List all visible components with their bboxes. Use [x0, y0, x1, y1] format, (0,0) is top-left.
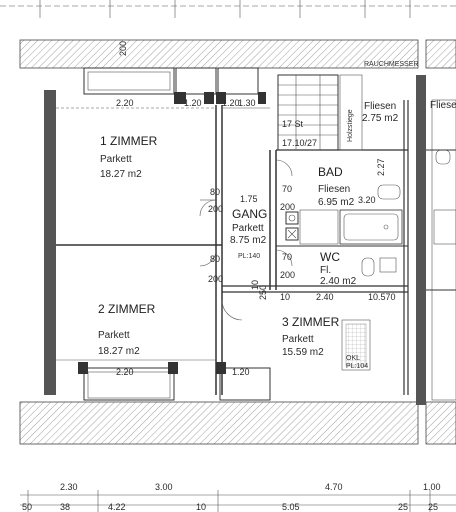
- bath-fixtures: [285, 184, 403, 277]
- door-swings: [199, 159, 293, 321]
- bottom-dim-row2-3: 10: [196, 502, 206, 512]
- note-small3: PL:104: [346, 363, 368, 370]
- gang-floor: Parkett: [232, 223, 264, 234]
- far-right-floor: Fliesen: [430, 100, 456, 111]
- right-room-floor: Fliesen: [364, 101, 396, 112]
- bottom-dim-row2-2: 4.22: [108, 502, 126, 512]
- dim-80a: 80: [210, 187, 220, 197]
- left-wall: [44, 90, 56, 395]
- zimmer3-area: 15.59 m2: [282, 347, 324, 358]
- dim-200a: 200: [208, 204, 223, 214]
- staircase: [277, 74, 363, 151]
- bottom-parapet: [19, 401, 419, 445]
- wc-area: 2.40 m2: [320, 276, 357, 287]
- bottom-dim-row1-1: 3.00: [155, 482, 173, 492]
- bottom-dim-row2-6: 25: [428, 502, 438, 512]
- zimmer2-name: 2 ZIMMER: [98, 302, 156, 316]
- dim-v250: 250: [258, 285, 268, 300]
- dim-v10: 10: [250, 280, 260, 290]
- dim-top-right: 1.30: [238, 98, 256, 108]
- top-parapet: [19, 39, 419, 69]
- note-small1: PL:140: [238, 253, 260, 260]
- dim-gang-w: 1.75: [240, 194, 258, 204]
- bottom-dim-row2-5: 25: [398, 502, 408, 512]
- dim-200b: 200: [208, 274, 223, 284]
- bottom-dim-row1-3: 1.00: [423, 482, 441, 492]
- bottom-windows: [78, 362, 271, 401]
- dim-200d: 200: [280, 270, 295, 280]
- bottom-dimension-lines: [20, 490, 456, 512]
- dim-top-left: 2.20: [116, 98, 134, 108]
- dim-200c: 200: [280, 202, 295, 212]
- bottom-dim-row1-0: 2.30: [60, 482, 78, 492]
- note-small2: OKL: [346, 355, 360, 362]
- zimmer3-name: 3 ZIMMER: [282, 315, 340, 329]
- dim-bottom-left: 2.20: [116, 367, 134, 377]
- bad-floor: Fliesen: [318, 184, 350, 195]
- dim-top-mid2: 1.20: [222, 98, 240, 108]
- dim-70b: 70: [282, 252, 292, 262]
- right-unit: [426, 99, 456, 401]
- zimmer3-fixture: [341, 319, 371, 371]
- stair-label: Holzstiege: [347, 109, 354, 142]
- gang-name: GANG: [232, 207, 267, 221]
- note-parap: RAUCHMESSER: [364, 61, 418, 68]
- dim-bottom-mid: 1.20: [232, 367, 250, 377]
- wc-floor: Fl.: [320, 265, 331, 276]
- dim-v200: 200: [118, 41, 128, 56]
- zimmer3-floor: Parkett: [282, 334, 314, 345]
- dim-80b: 80: [210, 254, 220, 264]
- gang-area: 8.75 m2: [230, 235, 267, 246]
- bottom-dim-row2-1: 38: [60, 502, 70, 512]
- dim-v227: 2.27: [376, 158, 386, 176]
- dim-10570: 10.570: [368, 292, 396, 302]
- right-room-area: 2.75 m2: [362, 113, 399, 124]
- right-wall: [416, 75, 426, 405]
- wc-name: WC: [320, 250, 340, 264]
- dim-70a: 70: [282, 184, 292, 194]
- bad-area: 6.95 m2: [318, 197, 355, 208]
- stair-ratio: 17.10/27: [282, 138, 317, 148]
- top-parapet-right: [425, 39, 456, 69]
- stair-steps: 17 St: [282, 119, 304, 129]
- top-windows: [83, 67, 266, 104]
- zimmer1-name: 1 ZIMMER: [100, 134, 158, 148]
- bottom-dim-row2-4: 5.05: [282, 502, 300, 512]
- bottom-dim-row1-2: 4.70: [325, 482, 343, 492]
- dim-top-mid: 1.20: [184, 98, 202, 108]
- zimmer1-floor: Parkett: [100, 154, 132, 165]
- top-boundary: [0, 0, 456, 18]
- bottom-parapet-right: [425, 401, 456, 445]
- zimmer2-floor: Parkett: [98, 330, 130, 341]
- bottom-dim-row2-0: 50: [22, 502, 32, 512]
- interior-walls: [56, 100, 409, 395]
- zimmer1-area: 18.27 m2: [100, 169, 142, 180]
- dim-bad-w: 3.20: [358, 195, 376, 205]
- dim-10: 10: [280, 292, 290, 302]
- dim-240: 2.40: [316, 292, 334, 302]
- bad-name: BAD: [318, 165, 343, 179]
- zimmer2-area: 18.27 m2: [98, 346, 140, 357]
